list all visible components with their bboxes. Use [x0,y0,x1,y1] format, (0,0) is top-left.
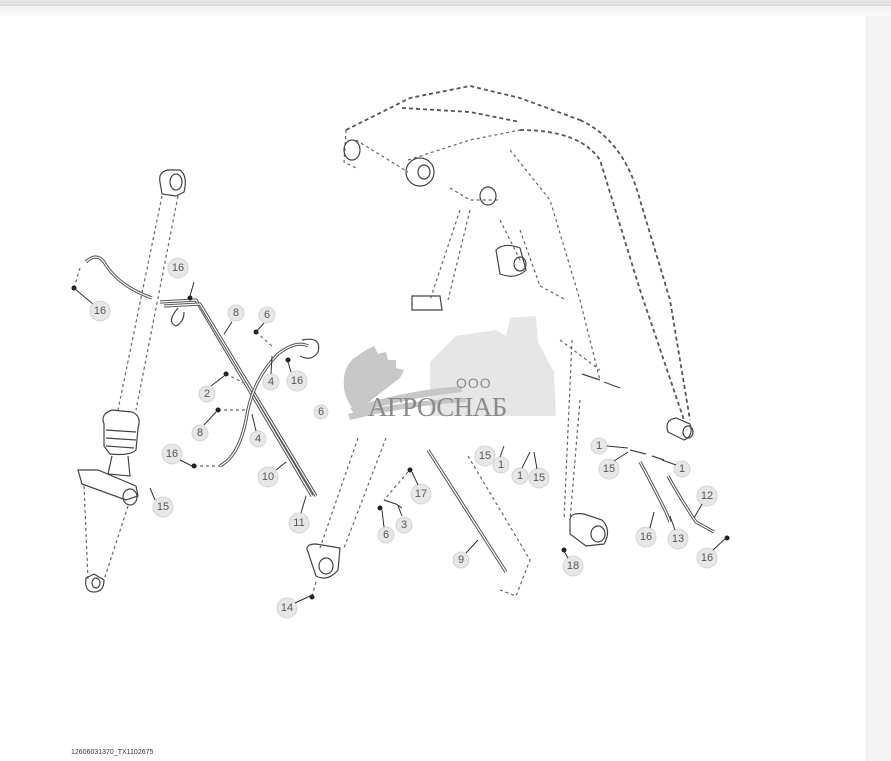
callout-1[interactable]: 1 [673,460,691,478]
hose-bundle-8-10 [159,281,318,497]
callout-1[interactable]: 1 [492,456,510,474]
callout-8[interactable]: 8 [227,304,245,322]
hose-4-crossing [191,329,320,469]
figure-code: 12606031370_TX1102675 [71,749,154,756]
callout-16[interactable]: 16 [286,370,308,392]
callout-8[interactable]: 8 [191,424,209,442]
callout-15[interactable]: 15 [528,467,550,489]
callout-6[interactable]: 6 [377,526,395,544]
bucket-cylinder [561,399,609,553]
svg-text:3: 3 [401,519,407,531]
callout-16[interactable]: 16 [635,526,657,548]
callout-16[interactable]: 16 [167,257,189,279]
svg-text:16: 16 [166,448,178,460]
hoses-12-13 [629,449,730,541]
callout-16[interactable]: 16 [89,300,111,322]
svg-text:18: 18 [567,560,579,572]
callout-13[interactable]: 13 [667,528,689,550]
svg-text:16: 16 [701,552,713,564]
callout-3[interactable]: 3 [395,516,413,534]
svg-text:13: 13 [672,533,684,545]
svg-text:12: 12 [701,490,713,502]
svg-text:11: 11 [293,517,304,529]
callout-15[interactable]: 15 [474,445,496,467]
svg-text:14: 14 [281,602,293,614]
right-gutter-scrollbar[interactable] [866,16,891,761]
svg-text:16: 16 [94,305,106,317]
svg-text:2: 2 [204,388,210,400]
callout-6[interactable]: 6 [313,404,329,420]
svg-text:15: 15 [479,450,491,462]
callout-18[interactable]: 18 [562,555,584,577]
svg-text:15: 15 [157,501,169,513]
top-shadow [0,6,891,16]
svg-text:10: 10 [262,471,274,483]
svg-text:16: 16 [291,375,303,387]
callout-16[interactable]: 16 [161,443,183,465]
svg-text:16: 16 [172,262,184,274]
boom-cylinder-left [77,169,186,593]
svg-text:6: 6 [318,406,324,418]
svg-text:16: 16 [640,531,652,543]
callout-4[interactable]: 4 [249,430,267,448]
svg-text:17: 17 [415,488,427,500]
callout-4[interactable]: 4 [262,373,280,391]
callout-leaders [149,321,727,604]
svg-text:6: 6 [264,309,270,321]
svg-text:1: 1 [517,470,523,482]
callouts: 16 16 8 6 4 16 2 8 4 16 10 15 11 14 17 3… [89,257,718,619]
callout-1[interactable]: 1 [590,437,608,455]
callout-12[interactable]: 12 [696,485,718,507]
hose-upper-left [71,255,153,306]
callout-16[interactable]: 16 [696,547,718,569]
callout-17[interactable]: 17 [410,483,432,505]
svg-text:8: 8 [197,427,203,439]
callout-11[interactable]: 11 [288,512,310,534]
svg-text:1: 1 [679,463,685,475]
callout-6[interactable]: 6 [258,306,276,324]
callout-2[interactable]: 2 [198,385,216,403]
fittings-17-3-6 [377,467,413,511]
arm-cylinder-center [306,437,387,600]
svg-text:4: 4 [255,433,261,445]
svg-text:6: 6 [383,529,389,541]
svg-text:1: 1 [498,459,504,471]
svg-text:1: 1 [596,440,602,452]
svg-text:4: 4 [268,376,274,388]
svg-text:8: 8 [233,307,239,319]
hose-9 [426,449,531,597]
callout-15[interactable]: 15 [598,458,620,480]
callout-9[interactable]: 9 [452,551,470,569]
callout-15[interactable]: 15 [152,496,174,518]
callout-1[interactable]: 1 [511,467,529,485]
callout-10[interactable]: 10 [257,466,279,488]
svg-text:9: 9 [458,554,464,566]
callout-14[interactable]: 14 [276,597,298,619]
svg-text:15: 15 [533,472,545,484]
window-top-bar [0,0,891,6]
boom-structure [343,85,694,521]
svg-text:15: 15 [603,463,615,475]
